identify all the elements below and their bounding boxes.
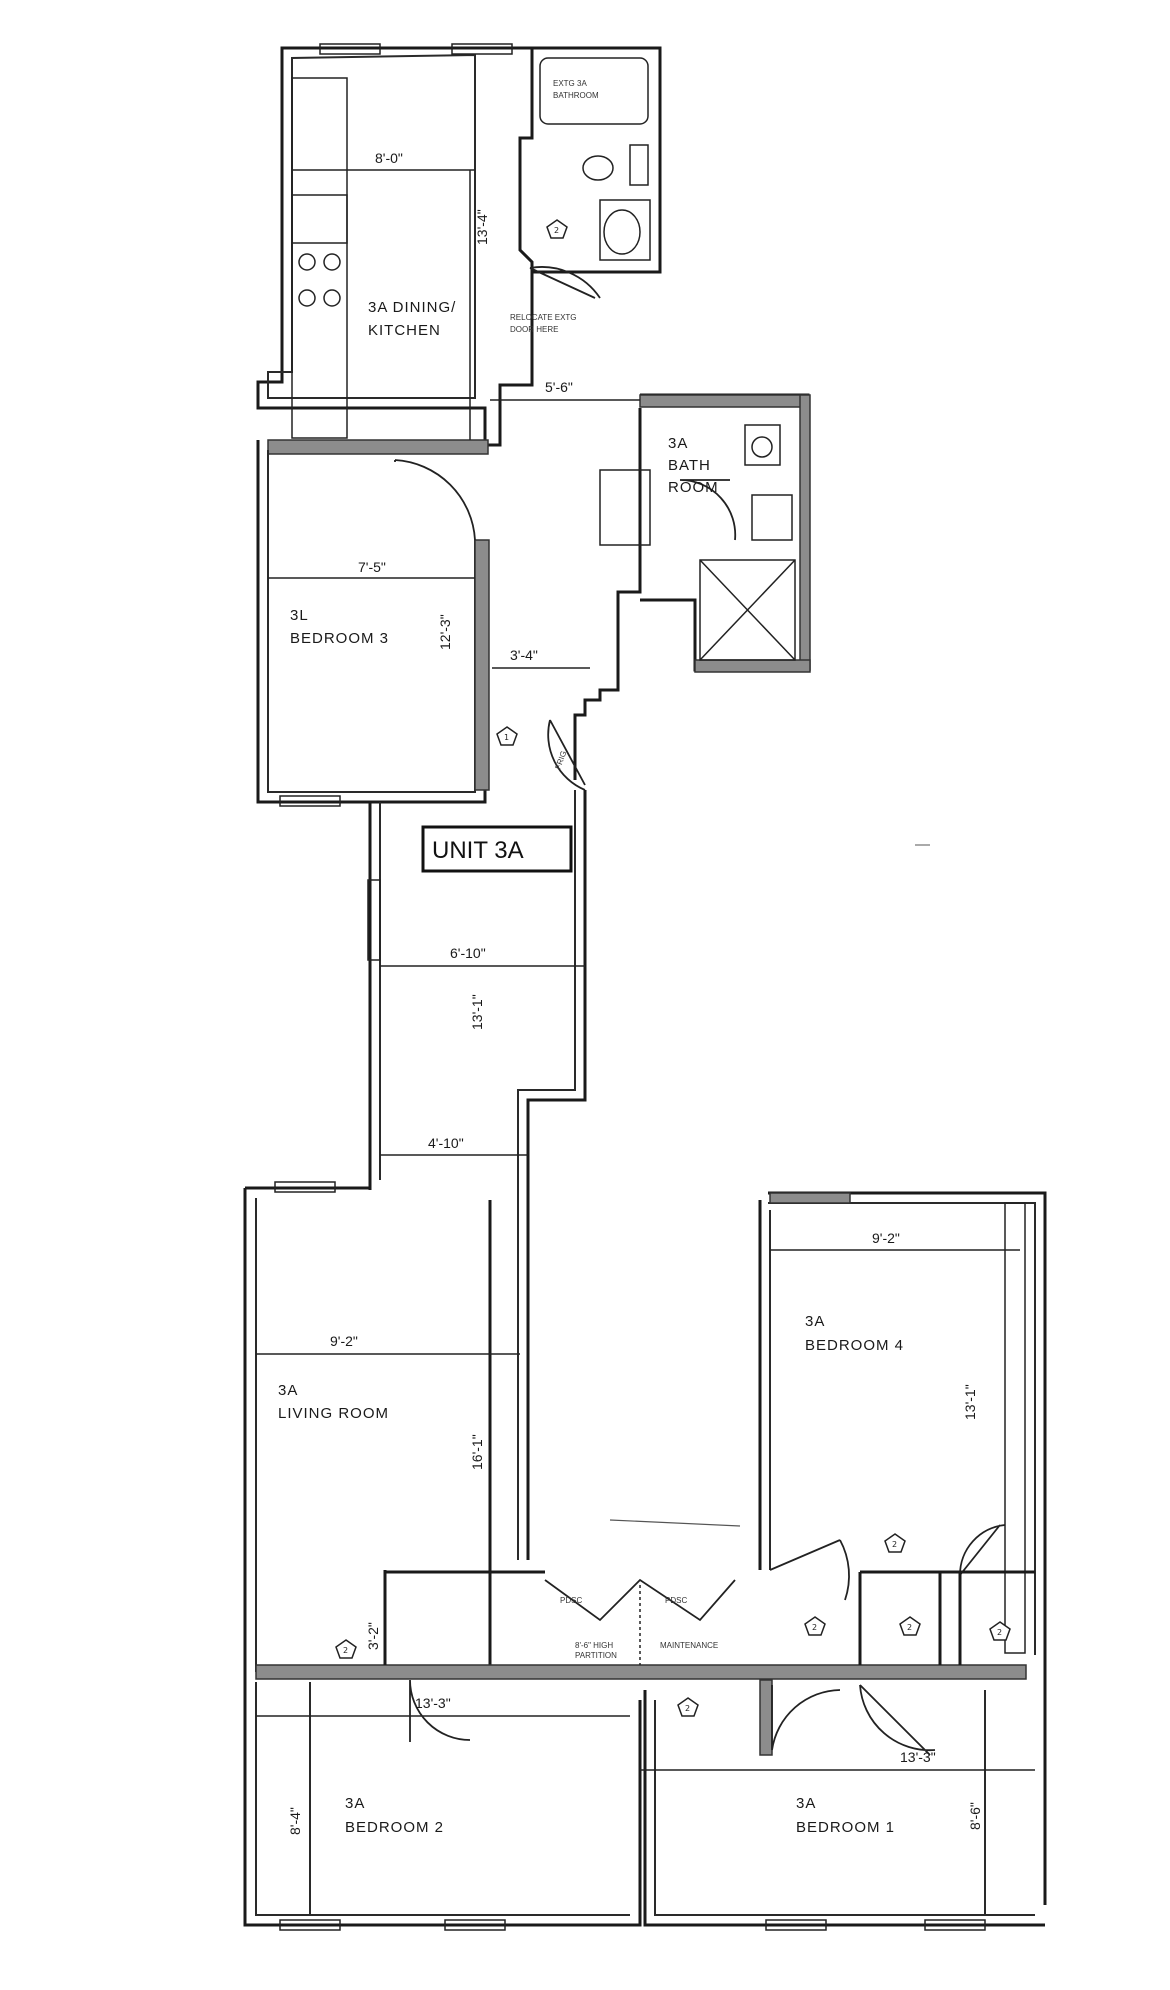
door-marker-icon: 2	[804, 1616, 826, 1636]
living-room: 9'-2" 16'-1" 3A LIVING ROOM	[243, 1181, 520, 1672]
hall-upper-dimension: 6'-10"	[450, 945, 486, 961]
kitchen-room: 8'-0" 13'-4" 3A DINING/ KITCHEN	[256, 43, 534, 455]
bedroom2-label-line2: BEDROOM 2	[345, 1819, 444, 1836]
kitchen-height-dimension: 13'-4"	[474, 209, 490, 245]
bedroom4-label-line2: BEDROOM 4	[805, 1337, 904, 1354]
door-marker-icon: 2	[677, 1697, 699, 1717]
hallway-upper: 5'-6" 3'-4" 1 FRIG	[490, 379, 651, 791]
living-height-dimension: 16'-1"	[469, 1434, 485, 1470]
relocate-note-line1: RELOCATE EXTG	[510, 313, 577, 322]
kitchen-label-line2: KITCHEN	[368, 322, 441, 339]
bedroom2-height-dimension: 8'-4"	[287, 1807, 303, 1835]
hall-note-1: 8'-6" HIGH	[575, 1641, 613, 1650]
unit-title: UNIT 3A	[432, 837, 524, 864]
bedroom3-label-line1: 3L	[290, 607, 309, 624]
bedroom2-label-line1: 3A	[345, 1795, 365, 1812]
door-marker-icon: 2	[546, 219, 568, 239]
door-marker-icon: 2	[899, 1616, 921, 1636]
living-label-line2: LIVING ROOM	[278, 1405, 389, 1422]
bedroom4-height-dimension: 13'-1"	[962, 1384, 978, 1420]
hall-bottom-height-dimension: 3'-2"	[365, 1622, 381, 1650]
existing-bathroom: EXTG 3A BATHROOM 2 RELOCATE EXTG DOOR HE…	[510, 46, 662, 334]
bedroom-3: 7'-5" 12'-3" 3L BEDROOM 3	[256, 440, 490, 807]
bedroom-1: 2 13'-3" 8'-6" 3A BEDROOM 1	[640, 1679, 1045, 1931]
door-marker-icon: 2	[989, 1621, 1011, 1641]
hall-mid-dimension: 3'-4"	[510, 647, 538, 663]
living-width-dimension: 9'-2"	[330, 1333, 358, 1349]
svg-text:1: 1	[504, 733, 509, 742]
bedroom3-label-line2: BEDROOM 3	[290, 630, 389, 647]
bedroom1-label-line1: 3A	[796, 1795, 816, 1812]
bedroom1-width-dimension: 13'-3"	[900, 1749, 936, 1765]
frig-note: FRIG	[553, 750, 568, 771]
living-label-line1: 3A	[278, 1382, 298, 1399]
bath-room: 3A BATH ROOM	[639, 393, 811, 673]
bedroom1-height-dimension: 8'-6"	[967, 1802, 983, 1830]
bedroom1-label-line2: BEDROOM 1	[796, 1819, 895, 1836]
unit-title-box: UNIT 3A	[421, 825, 573, 873]
svg-text:2: 2	[812, 1623, 817, 1632]
hall-note-3: MAINTENANCE	[660, 1641, 718, 1650]
pdsc-note-2: PDSC	[665, 1596, 687, 1605]
ext-bath-label-line1: EXTG 3A	[553, 79, 587, 88]
bedroom4-width-dimension: 9'-2"	[872, 1230, 900, 1246]
bedroom3-height-dimension: 12'-3"	[437, 614, 453, 650]
bath-label-line2: BATH	[668, 457, 711, 474]
door-marker-icon: 2	[335, 1639, 357, 1659]
bedroom2-width-dimension: 13'-3"	[415, 1695, 451, 1711]
hall-lower-dimension: 4'-10"	[428, 1135, 464, 1151]
door-marker-icon: 2	[884, 1533, 906, 1553]
bedroom-2: 13'-3" 8'-4" 3A BEDROOM 2	[243, 1672, 642, 1931]
bedroom3-width-dimension: 7'-5"	[358, 559, 386, 575]
hall-note-2: PARTITION	[575, 1651, 617, 1660]
hall-top-dimension: 5'-6"	[545, 379, 573, 395]
bedroom4-label-line1: 3A	[805, 1313, 825, 1330]
ext-bath-label-line2: BATHROOM	[553, 91, 599, 100]
svg-text:2: 2	[343, 1646, 348, 1655]
svg-text:2: 2	[997, 1628, 1002, 1637]
hallway-middle: 6'-10" 13'-1" 4'-10"	[367, 790, 587, 1560]
relocate-note-line2: DOOR HERE	[510, 325, 558, 334]
hall-upper-height-dimension: 13'-1"	[469, 994, 485, 1030]
svg-text:2: 2	[892, 1540, 897, 1549]
bath-label-line1: 3A	[668, 435, 688, 452]
bath-label-line3: ROOM	[668, 479, 719, 496]
pdsc-note-1: PDSC	[560, 1596, 582, 1605]
hallway-lower: PDSC PDSC 8'-6" HIGH PARTITION MAINTENAN…	[255, 1570, 1035, 1680]
door-marker-icon: 1	[496, 726, 518, 746]
kitchen-width-dimension: 8'-0"	[375, 150, 403, 166]
svg-text:2: 2	[554, 226, 559, 235]
svg-text:2: 2	[685, 1704, 690, 1713]
svg-text:2: 2	[907, 1623, 912, 1632]
bedroom-4: 9'-2" 13'-1" 3A BEDROOM 4 2	[758, 1191, 1047, 1905]
kitchen-label-line1: 3A DINING/	[368, 299, 456, 316]
